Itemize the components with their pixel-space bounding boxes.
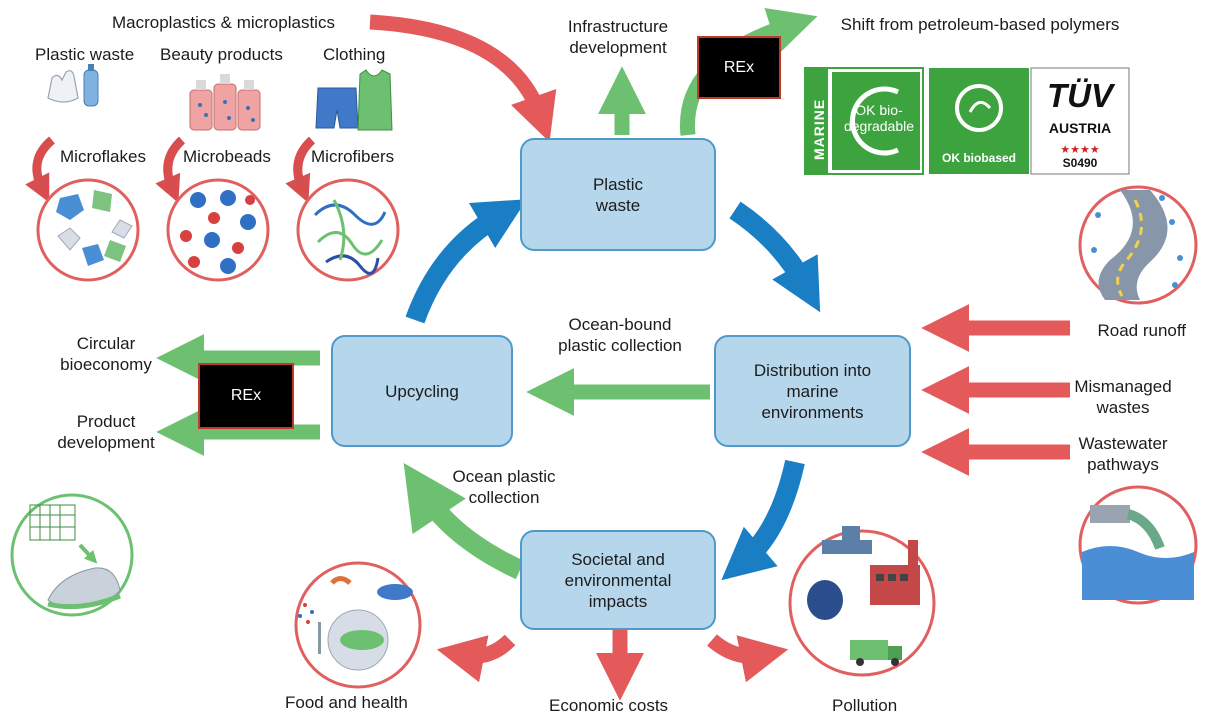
beauty-bottles-icon: [189, 74, 261, 131]
box-impacts: Societal and environmental impacts: [520, 530, 716, 630]
arrow-distribution-to-impacts: [721, 459, 805, 581]
label-ocean-plastic: Ocean plastic collection: [452, 467, 556, 507]
pollution-circle: [788, 526, 936, 677]
cert-ok-biodegradable: OK bio-degradable: [843, 102, 915, 134]
box-plastic-waste-label: Plastic waste: [592, 174, 644, 215]
label-infrastructure: Infrastructure development: [567, 17, 669, 57]
box-distribution-label: Distribution into marine environments: [753, 360, 872, 422]
label-pollution: Pollution: [832, 696, 898, 715]
label-clothing: Clothing: [323, 45, 386, 64]
blue-cycle-arrows: [405, 199, 821, 581]
cert-code: S0490: [1062, 156, 1098, 170]
box-plastic-waste: Plastic waste: [520, 138, 716, 251]
arrow-ocean-plastic-collection: [403, 463, 525, 580]
arrow-microbeads: [155, 136, 186, 203]
clothing-icon: [315, 69, 393, 131]
box-upcycling-label: Upcycling: [385, 381, 459, 401]
label-microfibers: Microfibers: [311, 147, 395, 166]
red-arrows: [25, 14, 1070, 701]
label-product-development: Product development: [57, 412, 155, 452]
arrow-waste-to-distribution: [729, 201, 821, 313]
label-food-health: Food and health: [285, 693, 408, 712]
label-wastewater: Wastewater pathways: [1078, 434, 1168, 474]
label-shift-polymers: Shift from petroleum-based polymers: [840, 15, 1120, 34]
microflakes-circle: [36, 178, 140, 282]
label-economic-costs: Economic costs: [549, 696, 669, 715]
rex-box-left: REx: [198, 363, 294, 429]
arrow-upcycling-to-waste: [405, 199, 527, 324]
label-road-runoff: Road runoff: [1097, 321, 1186, 340]
cert-ok-biobased: OK biobased: [941, 151, 1016, 165]
label-microbeads: Microbeads: [183, 147, 271, 166]
label-circular-bioeconomy: Circular bioeconomy: [60, 334, 152, 374]
arrow-pollution: [707, 634, 789, 683]
box-distribution: Distribution into marine environments: [714, 335, 911, 447]
label-macro-micro: Macroplastics & microplastics: [112, 13, 335, 32]
arrow-macro-micro-plastics: [369, 14, 557, 143]
arrow-food-health: [436, 634, 516, 683]
wastewater-circle: [1078, 485, 1198, 605]
food-health-circle: [294, 561, 422, 689]
label-ocean-bound: Ocean-bound plastic collection: [558, 315, 682, 355]
road-runoff-circle: [1078, 185, 1198, 305]
label-mismanaged: Mismanaged wastes: [1074, 377, 1172, 417]
label-microflakes: Microflakes: [60, 147, 146, 166]
microfibers-circle: [296, 178, 400, 282]
plastic-bag-bottle-icon: [47, 64, 99, 107]
box-upcycling: Upcycling: [331, 335, 513, 447]
certification-logos: [804, 67, 1130, 175]
cert-tuv: TÜV: [1047, 77, 1113, 114]
arrow-microfibers: [285, 136, 316, 203]
box-impacts-label: Societal and environmental impacts: [564, 549, 672, 611]
arrow-microflakes: [25, 136, 56, 203]
net-to-shoe-circle: [10, 493, 134, 617]
label-beauty-products: Beauty products: [160, 45, 283, 64]
label-plastic-waste-top: Plastic waste: [35, 45, 135, 64]
rex-box-top: REx: [697, 36, 781, 99]
microbeads-circle: [166, 178, 270, 282]
cert-marine: MARINE: [811, 98, 827, 160]
cert-austria: AUSTRIA: [1048, 120, 1112, 136]
cert-stars: ★★★★: [1060, 144, 1100, 156]
